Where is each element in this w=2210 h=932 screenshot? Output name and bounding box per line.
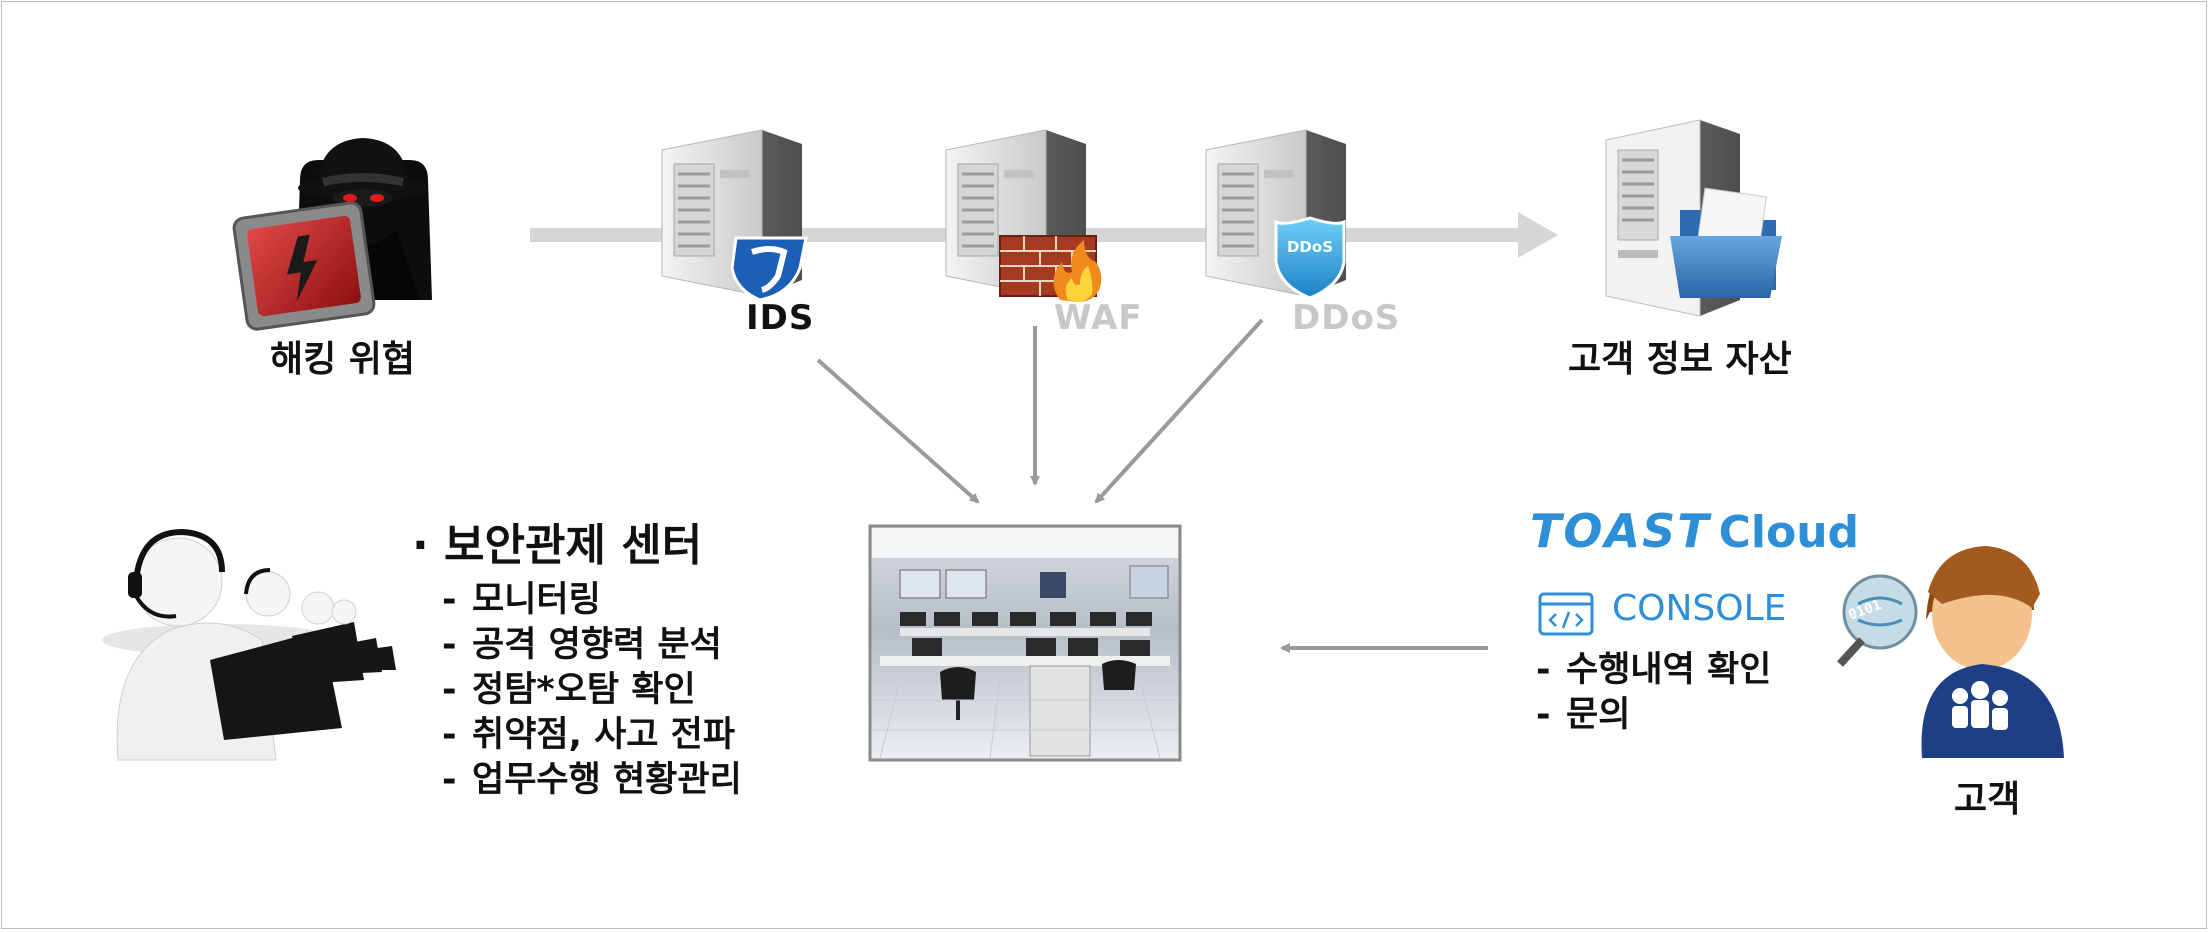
customer-panel-item: -수행내역 확인 [1536, 650, 1772, 690]
security-center-photo [868, 524, 1182, 762]
ddos-badge-text: DDoS [1287, 238, 1333, 256]
console-icon [1538, 592, 1594, 636]
customer-assets-label: 고객 정보 자산 [1568, 339, 1792, 380]
customer-panel-list: -수행내역 확인 -문의 [1536, 648, 1771, 738]
security-center-item: -취약점, 사고 전파 [442, 715, 736, 755]
ddos-label: DDoS [1292, 298, 1401, 338]
toast-brand-text: TOAST [1530, 504, 1711, 558]
customer-user-icon [1837, 546, 2064, 758]
security-center-title: · 보안관제 센터 [412, 520, 703, 571]
cloud-brand-text: Cloud [1718, 507, 1860, 558]
ids-shield-icon [730, 236, 808, 302]
security-center-item: -업무수행 현황관리 [442, 760, 742, 800]
monitoring-arrows [816, 318, 1488, 653]
hacker-icon [232, 138, 432, 331]
security-center-list: · 보안관제 센터 -모니터링 -공격 영향력 분석 -정탐*오탐 확인 -취약… [412, 518, 742, 803]
customer-panel-item: -문의 [1536, 695, 1631, 735]
hacker-label: 해킹 위협 [270, 339, 416, 380]
security-center-item: -모니터링 [442, 580, 601, 620]
ids-label: IDS [746, 298, 815, 338]
ddos-shield-icon [1274, 216, 1346, 300]
security-center-item: -공격 영향력 분석 [442, 625, 722, 665]
security-center-item: -정탐*오탐 확인 [442, 670, 696, 710]
console-label: CONSOLE [1612, 588, 1787, 629]
operators-icon [102, 528, 396, 761]
folder-icon [1670, 187, 1782, 298]
waf-label: WAF [1054, 298, 1143, 338]
customer-label: 고객 [1954, 779, 2021, 820]
firewall-icon [999, 235, 1102, 302]
